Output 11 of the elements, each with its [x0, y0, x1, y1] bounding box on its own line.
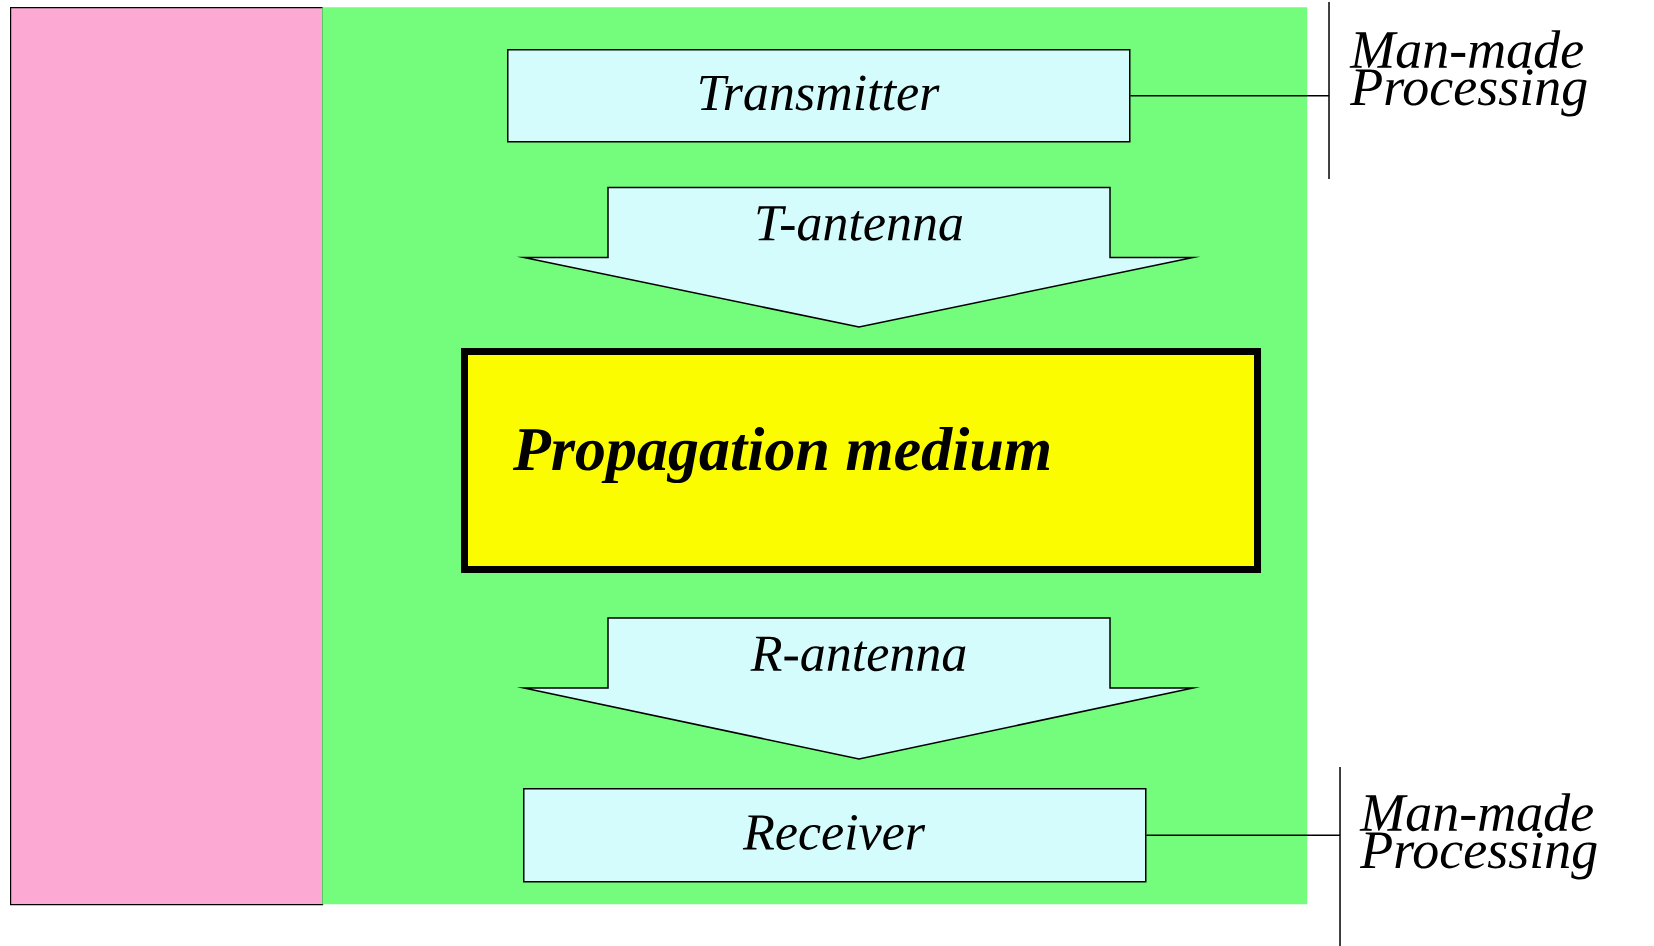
- side-panel: [10, 7, 324, 906]
- process-box: Receiver: [523, 788, 1147, 883]
- leader-line: [1145, 834, 1341, 836]
- edge-label: R-antenna: [750, 636, 966, 672]
- leader-line: [1129, 95, 1330, 97]
- annotation-text: Man-made Processing: [1349, 30, 1587, 117]
- edge-label: T-antenna: [757, 206, 962, 241]
- annotation-text: Man-made Processing: [1359, 793, 1597, 880]
- block-arrow: [516, 617, 1201, 760]
- process-box: Transmitter: [507, 49, 1131, 143]
- medium-box: Propagation medium: [461, 348, 1261, 573]
